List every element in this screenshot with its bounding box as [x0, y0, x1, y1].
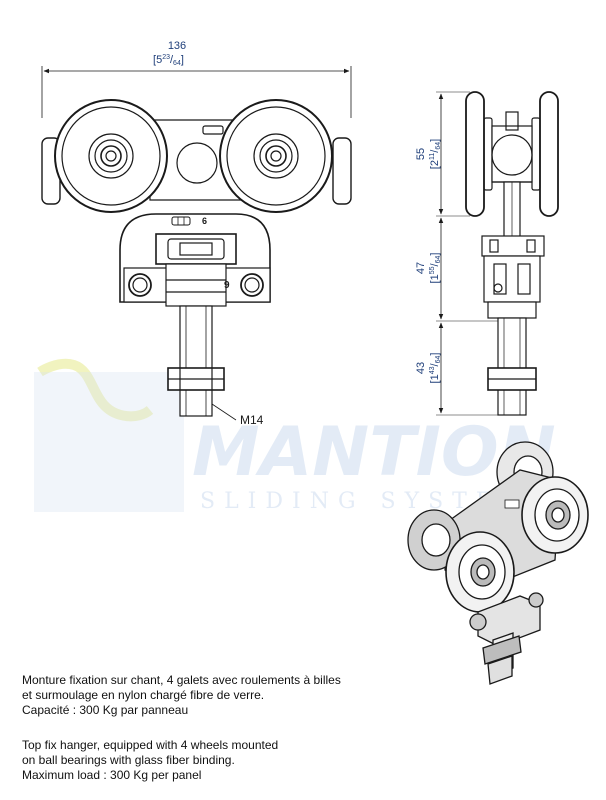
front-view — [41, 66, 352, 421]
side-view — [436, 91, 559, 416]
right-wheel — [219, 99, 333, 213]
nut-marking: 9 — [224, 280, 230, 291]
description-fr-line: et surmoulage en nylon chargé fibre de v… — [22, 688, 265, 702]
plate-marking: 6 — [202, 216, 207, 226]
threaded-stud — [179, 305, 213, 417]
svg-text:47: 47 — [415, 262, 427, 274]
dim-label-wheel: 55 [211/64] — [415, 139, 442, 169]
watermark-brand: MANTION — [192, 413, 556, 492]
dim-label-body: 47 [155/64] — [415, 253, 442, 284]
left-wheel — [54, 99, 168, 213]
description-fr-line: Capacité : 300 Kg par panneau — [22, 703, 189, 717]
svg-text:[211/64]: [211/64] — [429, 139, 442, 169]
description-english: Top fix hanger, equipped with 4 wheels m… — [22, 738, 278, 783]
side-wheel-right — [539, 91, 559, 217]
brand-watermark: MANTION SLIDING SYSTEMS — [34, 358, 556, 514]
description-en-line: Top fix hanger, equipped with 4 wheels m… — [22, 738, 279, 752]
description-en-line: Maximum load : 300 Kg per panel — [22, 768, 202, 782]
width-mm-label: 136 — [168, 40, 186, 52]
description-french: Monture fixation sur chant, 4 galets ave… — [22, 673, 341, 718]
svg-text:43: 43 — [415, 362, 427, 374]
thread-label: M14 — [240, 413, 264, 427]
svg-text:55: 55 — [415, 148, 427, 160]
perspective-view — [407, 441, 589, 685]
description-fr-line: Monture fixation sur chant, 4 galets ave… — [22, 673, 341, 687]
svg-text:[143/64]: [143/64] — [429, 353, 442, 384]
center-roller — [176, 142, 218, 184]
width-inch-label: [523/64] — [153, 54, 184, 67]
svg-text:[155/64]: [155/64] — [429, 253, 442, 284]
top-marking — [202, 125, 224, 135]
dim-label-stud: 43 [143/64] — [415, 353, 442, 384]
side-wheel-left — [465, 91, 485, 217]
description-en-line: on ball bearings with glass fiber bindin… — [22, 753, 235, 767]
